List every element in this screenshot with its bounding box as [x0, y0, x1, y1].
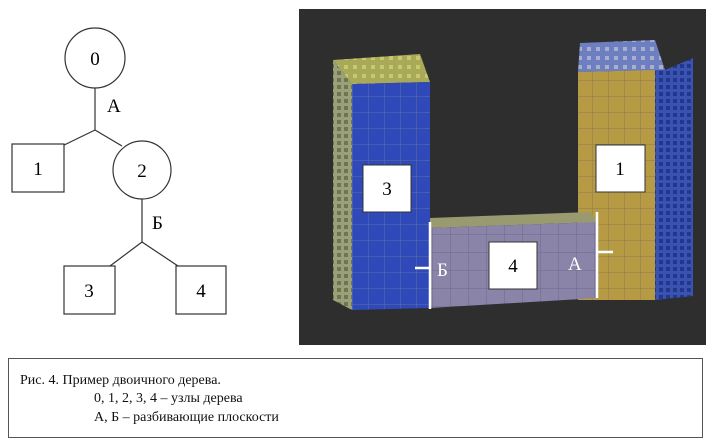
bsp-tree: 0 1 2 3 4 А Б [11, 27, 227, 315]
tree-node-2 [112, 140, 172, 200]
block-label-1: 1 [615, 159, 625, 180]
tree-edge-to-4 [141, 241, 179, 267]
tree-split-label-b: Б [152, 213, 163, 234]
tree-edge-to-3 [109, 241, 143, 267]
tree-node-0 [64, 27, 126, 89]
right-pillar-side [655, 58, 693, 300]
caption-nodes-legend: 0, 1, 2, 3, 4 – узлы дерева [94, 391, 243, 406]
tree-edge-to-2 [94, 129, 123, 147]
block-label-3: 3 [382, 179, 392, 200]
tree-node-4 [175, 265, 227, 315]
caption-planes-legend: А, Б – разбивающие плоскости [94, 410, 279, 425]
left-pillar-side [333, 60, 352, 310]
block-label-4-box [488, 241, 538, 290]
block-label-1-box [595, 144, 646, 193]
block-label-4: 4 [508, 256, 518, 277]
tree-node-0-label: 0 [90, 49, 100, 70]
tree-node-1 [11, 143, 65, 193]
tree-node-2-label: 2 [137, 161, 147, 182]
right-pillar-top [578, 40, 665, 72]
tree-node-3-label: 3 [84, 281, 94, 302]
tree-node-1-label: 1 [33, 159, 43, 180]
bsp-scene: Б А 3 1 4 [299, 9, 706, 345]
tree-split-label-a: А [107, 96, 121, 117]
figure-caption: Рис. 4. Пример двоичного дерева. 0, 1, 2… [8, 358, 703, 438]
block-label-3-box [362, 164, 412, 213]
left-pillar-top [333, 54, 430, 84]
split-plane-a-label: А [568, 254, 582, 275]
middle-block-top [430, 212, 598, 228]
caption-title: Рис. 4. Пример двоичного дерева. [20, 373, 221, 388]
tree-node-3 [63, 265, 116, 315]
split-plane-b-label: Б [437, 260, 448, 281]
tree-node-4-label: 4 [196, 281, 206, 302]
